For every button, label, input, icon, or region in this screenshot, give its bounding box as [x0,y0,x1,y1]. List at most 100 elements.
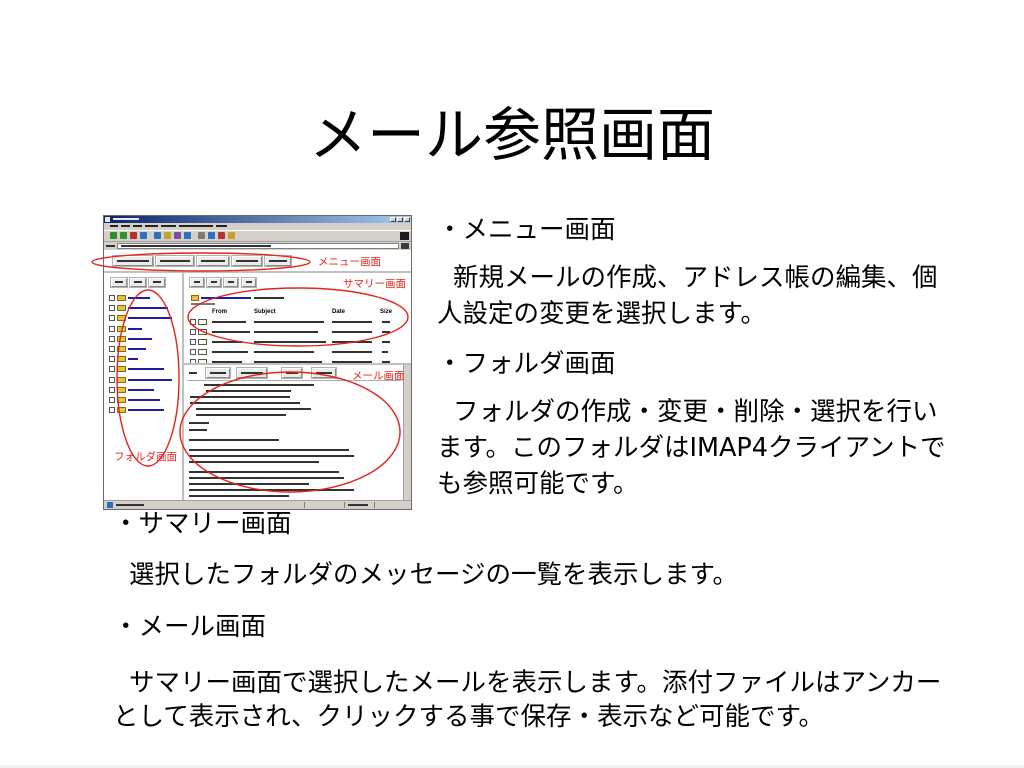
frame-button [282,368,302,378]
button-label-text [236,260,258,262]
status-text [116,504,144,506]
toolbar-icon [120,232,127,239]
folder-checkbox [109,346,115,352]
mail-frame [184,365,411,500]
message-from-text [212,351,248,353]
folder-checkbox [109,356,115,362]
frame-button [312,368,336,378]
toolbar-icon [218,232,225,239]
message-subject-text [254,361,322,363]
button-label-text [134,281,142,283]
toolbar-icon [154,232,161,239]
column-header-from: From [212,309,227,315]
mail-body-text [189,449,349,451]
message-date-text [332,331,372,333]
frame-button [224,278,238,287]
message-checkbox [190,319,196,325]
mail-body-text [190,396,290,398]
status-divider [344,502,345,508]
close-icon [404,217,410,222]
message-size-text [382,351,388,353]
button-label-text [160,260,190,262]
folder-checkbox [109,377,115,383]
menu-bar-item [133,225,142,227]
column-header-size: Size [380,309,393,315]
message-subject-text [254,341,326,343]
folder-icon [117,326,126,332]
folder-checkbox [109,407,115,413]
folder-name-link [128,317,172,319]
mail-body-text [189,429,207,431]
folder-name-link [128,328,142,330]
frame-button [156,256,194,266]
slide-footer-strip [0,765,1024,768]
message-size-text [382,331,390,333]
folder-checkbox [109,397,115,403]
message-date-text [332,361,372,363]
mail-body-text [190,402,300,404]
message-checkbox [190,339,196,345]
browser-toolbar [104,230,411,242]
message-from-text [212,321,246,323]
frame-button [207,278,221,287]
frame-button [265,256,291,266]
slide-title: メール参照画面 [308,101,715,169]
folder-name-link [128,358,138,360]
message-checkbox [190,349,196,355]
window-title-text [113,218,139,220]
mail-body-text [189,471,339,473]
mail-body-text [189,477,344,479]
folder-icon [117,315,126,321]
frame-button [242,278,256,287]
menu-bar-item [161,225,176,227]
description-line: サマリー画面で選択したメールを表示します。添付ファイルはアンカー [129,668,942,698]
current-folder-link [201,297,251,299]
menu-bar-item [110,225,118,227]
mail-body-text [189,422,209,424]
mail-screen-description: ・メール画面 サマリー画面で選択したメールを表示します。添付ファイルはアンカー … [113,610,941,734]
toolbar-icon [164,232,171,239]
folder-icon [117,366,126,372]
button-label-text [210,372,226,374]
mail-body-text [189,483,309,485]
menu-screen-description: ・メニュー画面 新規メールの作成、アドレス帳の編集、個 人設定の変更を選択します… [437,213,938,332]
envelope-icon [198,339,207,345]
minimize-icon [390,217,396,222]
mail-scrollbar [403,365,411,500]
frame-button [197,256,229,266]
description-line: として表示され、クリックする事で保存・表示など可能です。 [113,702,824,732]
message-checkbox [190,359,196,363]
status-bar [104,500,411,509]
browser-logo-icon [400,232,409,240]
folder-checkbox [109,387,115,393]
summary-screen-heading: ・サマリー画面 [113,509,292,539]
mail-body-text [189,439,279,441]
frame-button [237,368,267,378]
frame-button [113,256,153,266]
message-size-text [382,341,390,343]
folder-name-link [128,379,172,381]
address-bar [104,242,411,250]
message-checkbox [190,329,196,335]
envelope-icon [198,329,207,335]
frame-button [130,278,146,287]
button-label-text [241,372,263,374]
description-line: フォルダの作成・変更・削除・選択を行い [453,397,938,427]
maximize-icon [397,217,403,222]
mail-body-text [206,390,291,392]
mail-body-text [196,408,311,410]
folder-icon [117,377,126,383]
menu-bar-item [121,225,130,227]
message-date-text [332,351,372,353]
folder-screen-description: ・フォルダ画面 フォルダの作成・変更・削除・選択を行い ます。このフォルダはIM… [437,347,946,502]
folder-icon [117,356,126,362]
button-label-text [153,281,161,283]
mail-body-text [196,414,286,416]
button-label-text [115,281,123,283]
folder-name-link [128,368,164,370]
column-header-subject: Subject [254,309,276,315]
button-label-text [228,281,234,283]
toolbar-icon [208,232,215,239]
folder-subtitle-text [191,303,215,305]
page-status-icon [107,502,113,508]
